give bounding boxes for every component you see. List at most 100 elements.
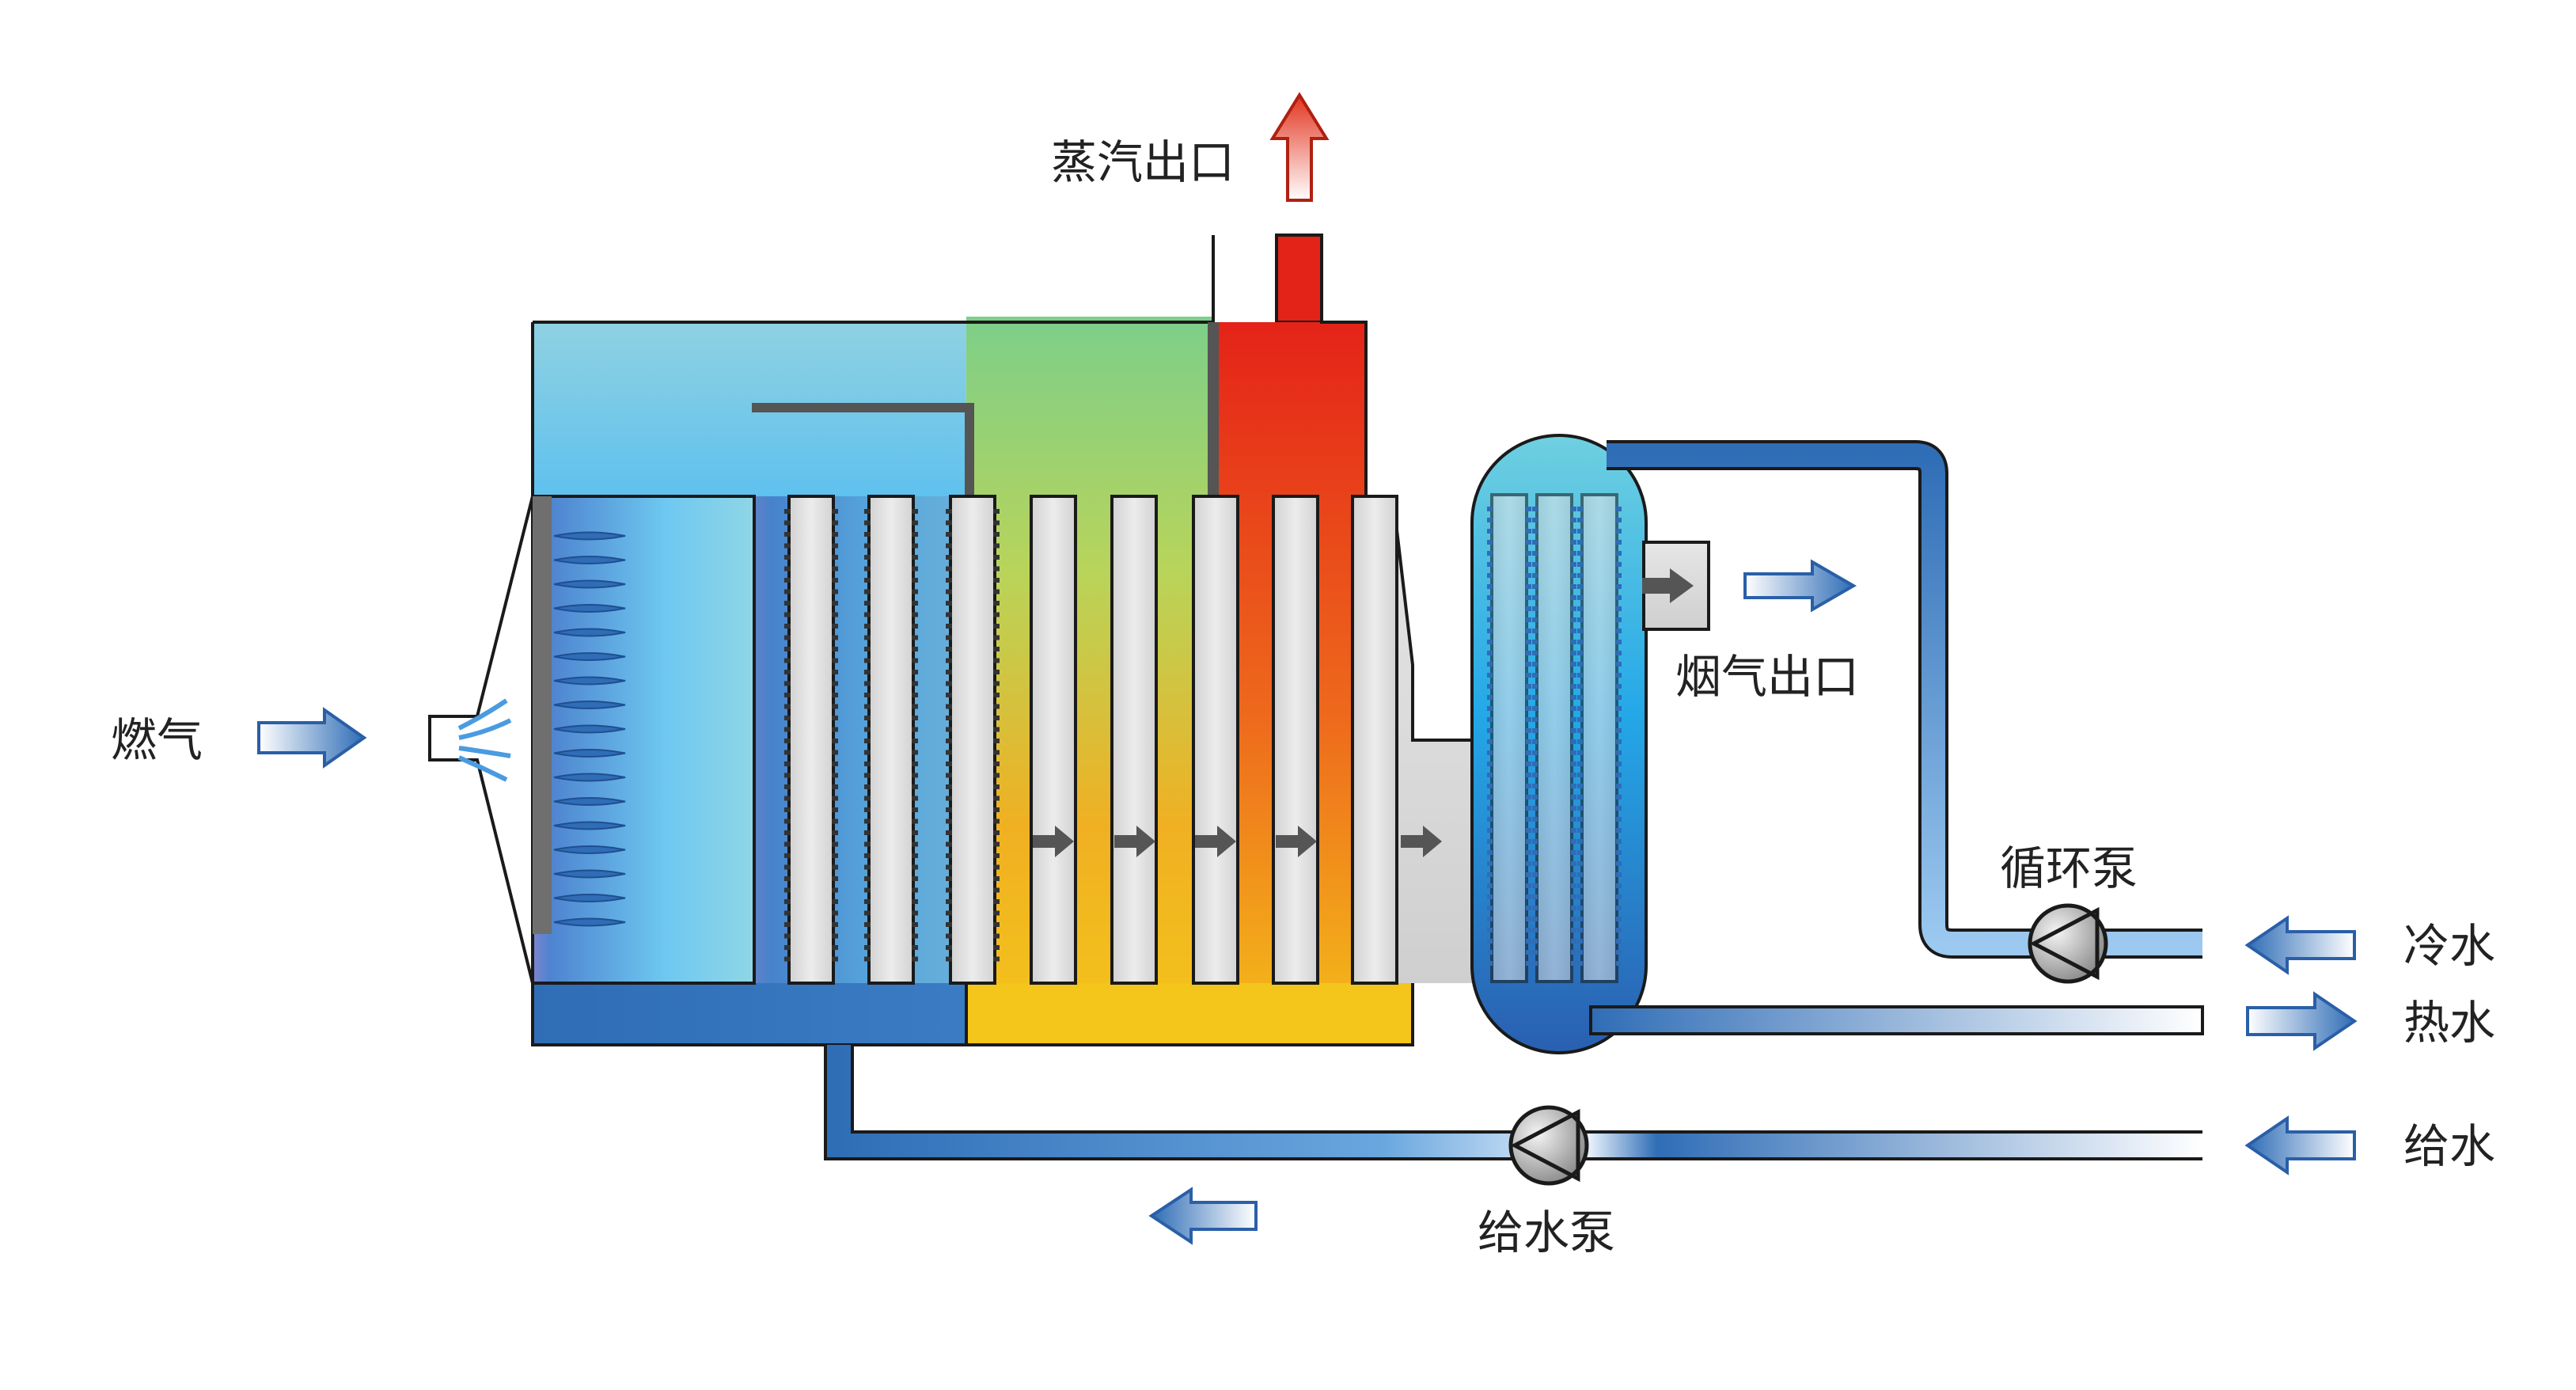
- tube-fin: [1532, 795, 1538, 799]
- tube-fin: [864, 612, 871, 617]
- hx-tube: [1580, 493, 1618, 983]
- flame-icon: [553, 701, 626, 709]
- tube-fin: [864, 647, 871, 651]
- fire-tube-bank: [784, 495, 1398, 985]
- tube-fin: [1616, 773, 1622, 777]
- tube-fin: [946, 796, 952, 801]
- tube-fin: [1571, 728, 1576, 733]
- tube-fin: [1616, 662, 1622, 667]
- tube-fin: [1526, 640, 1531, 644]
- boiler-body: [531, 234, 1472, 1046]
- tube-fin: [1487, 640, 1493, 644]
- tube-fin: [1526, 617, 1531, 622]
- tube-fin: [1577, 928, 1583, 932]
- tube-fin: [993, 864, 1000, 870]
- tube-fin: [1577, 518, 1583, 522]
- tube-fin: [1616, 828, 1622, 833]
- circulation-pump[interactable]: [2028, 903, 2108, 984]
- fire-tube: [1192, 495, 1239, 985]
- tube-fin: [784, 750, 791, 755]
- tube-fin: [912, 739, 918, 743]
- tube-fin: [1577, 850, 1583, 855]
- tube-fin: [1571, 784, 1576, 788]
- heat-exchanger: [1470, 434, 1710, 1054]
- flame-icon: [553, 531, 626, 927]
- tube-fin: [1526, 540, 1531, 545]
- arrow-left-icon: [1148, 1187, 1258, 1245]
- flame-icon: [553, 917, 626, 927]
- tube-fin: [1577, 795, 1583, 799]
- tube-fin: [784, 818, 791, 824]
- tube-fin: [1526, 606, 1531, 611]
- tube-fin: [864, 681, 871, 686]
- tube-fin: [1616, 850, 1622, 855]
- tube-fin: [784, 887, 791, 893]
- tube-fin: [1532, 961, 1538, 966]
- tube-fin: [993, 647, 1000, 651]
- tube-fin: [832, 589, 838, 594]
- tube-fin: [832, 807, 838, 812]
- tube-fin: [1487, 828, 1493, 833]
- tube-fin: [784, 532, 791, 537]
- tube-fin: [864, 509, 871, 514]
- tube-fin: [1526, 728, 1531, 733]
- cold-water-label: 冷水: [2403, 919, 2495, 973]
- feed-flow-arrow: [1148, 1187, 1258, 1245]
- tube-fin: [1532, 595, 1538, 600]
- tube-fin: [832, 761, 838, 766]
- tube-fin: [946, 750, 952, 755]
- tube-fin: [1487, 518, 1493, 522]
- arrow-right-icon: [1195, 826, 1236, 857]
- tube-fin: [864, 807, 871, 812]
- tube-fin: [864, 933, 871, 939]
- tube-fin: [912, 509, 918, 514]
- arrow-right-icon: [1114, 826, 1155, 857]
- tube-fin: [993, 555, 1000, 560]
- tube-fin: [993, 773, 1000, 778]
- tube-fin: [1487, 839, 1493, 844]
- tube-fin: [1577, 717, 1583, 722]
- feed-water-pump[interactable]: [1508, 1105, 1589, 1186]
- tube-fin: [1487, 773, 1493, 777]
- tube-fin: [1616, 795, 1622, 799]
- tube-fin: [1571, 651, 1576, 655]
- tube-fin: [912, 899, 918, 904]
- tube-fin: [912, 784, 918, 789]
- tube-fin: [1526, 595, 1531, 600]
- tube-fin: [1526, 883, 1531, 888]
- hx-tube: [1490, 493, 1528, 983]
- tube-fin: [864, 910, 871, 916]
- tube-fin: [864, 555, 871, 560]
- tube-fin: [1577, 684, 1583, 689]
- tube-fin: [912, 727, 918, 732]
- fire-tube: [867, 495, 915, 985]
- tube-fin: [832, 532, 838, 537]
- tube-fin: [1532, 540, 1538, 545]
- tube-fin: [993, 933, 1000, 939]
- tube-fin: [1526, 773, 1531, 777]
- tube-fin: [832, 543, 838, 549]
- tube-fin: [993, 681, 1000, 686]
- tube-fin: [993, 589, 1000, 594]
- tube-fin: [946, 727, 952, 732]
- flue-arrows: [1033, 826, 1442, 857]
- tube-fin: [1532, 872, 1538, 877]
- tube-fin: [912, 956, 918, 962]
- tube-fin: [784, 784, 791, 789]
- tube-fin: [1616, 872, 1622, 877]
- tube-fin: [1487, 573, 1493, 578]
- tube-fin: [1616, 806, 1622, 811]
- tube-fin: [912, 601, 918, 606]
- tube-fin: [946, 566, 952, 572]
- tube-fin: [1577, 662, 1583, 667]
- tube-fin: [784, 658, 791, 663]
- tube-fin: [1487, 761, 1493, 766]
- tube-fin: [946, 899, 952, 904]
- tube-fin: [1571, 562, 1576, 567]
- tube-fin: [784, 509, 791, 514]
- tube-fin: [993, 807, 1000, 812]
- tube-fin: [784, 543, 791, 549]
- tube-fin: [832, 796, 838, 801]
- tube-fin: [1571, 673, 1576, 678]
- tube-fin: [1487, 706, 1493, 711]
